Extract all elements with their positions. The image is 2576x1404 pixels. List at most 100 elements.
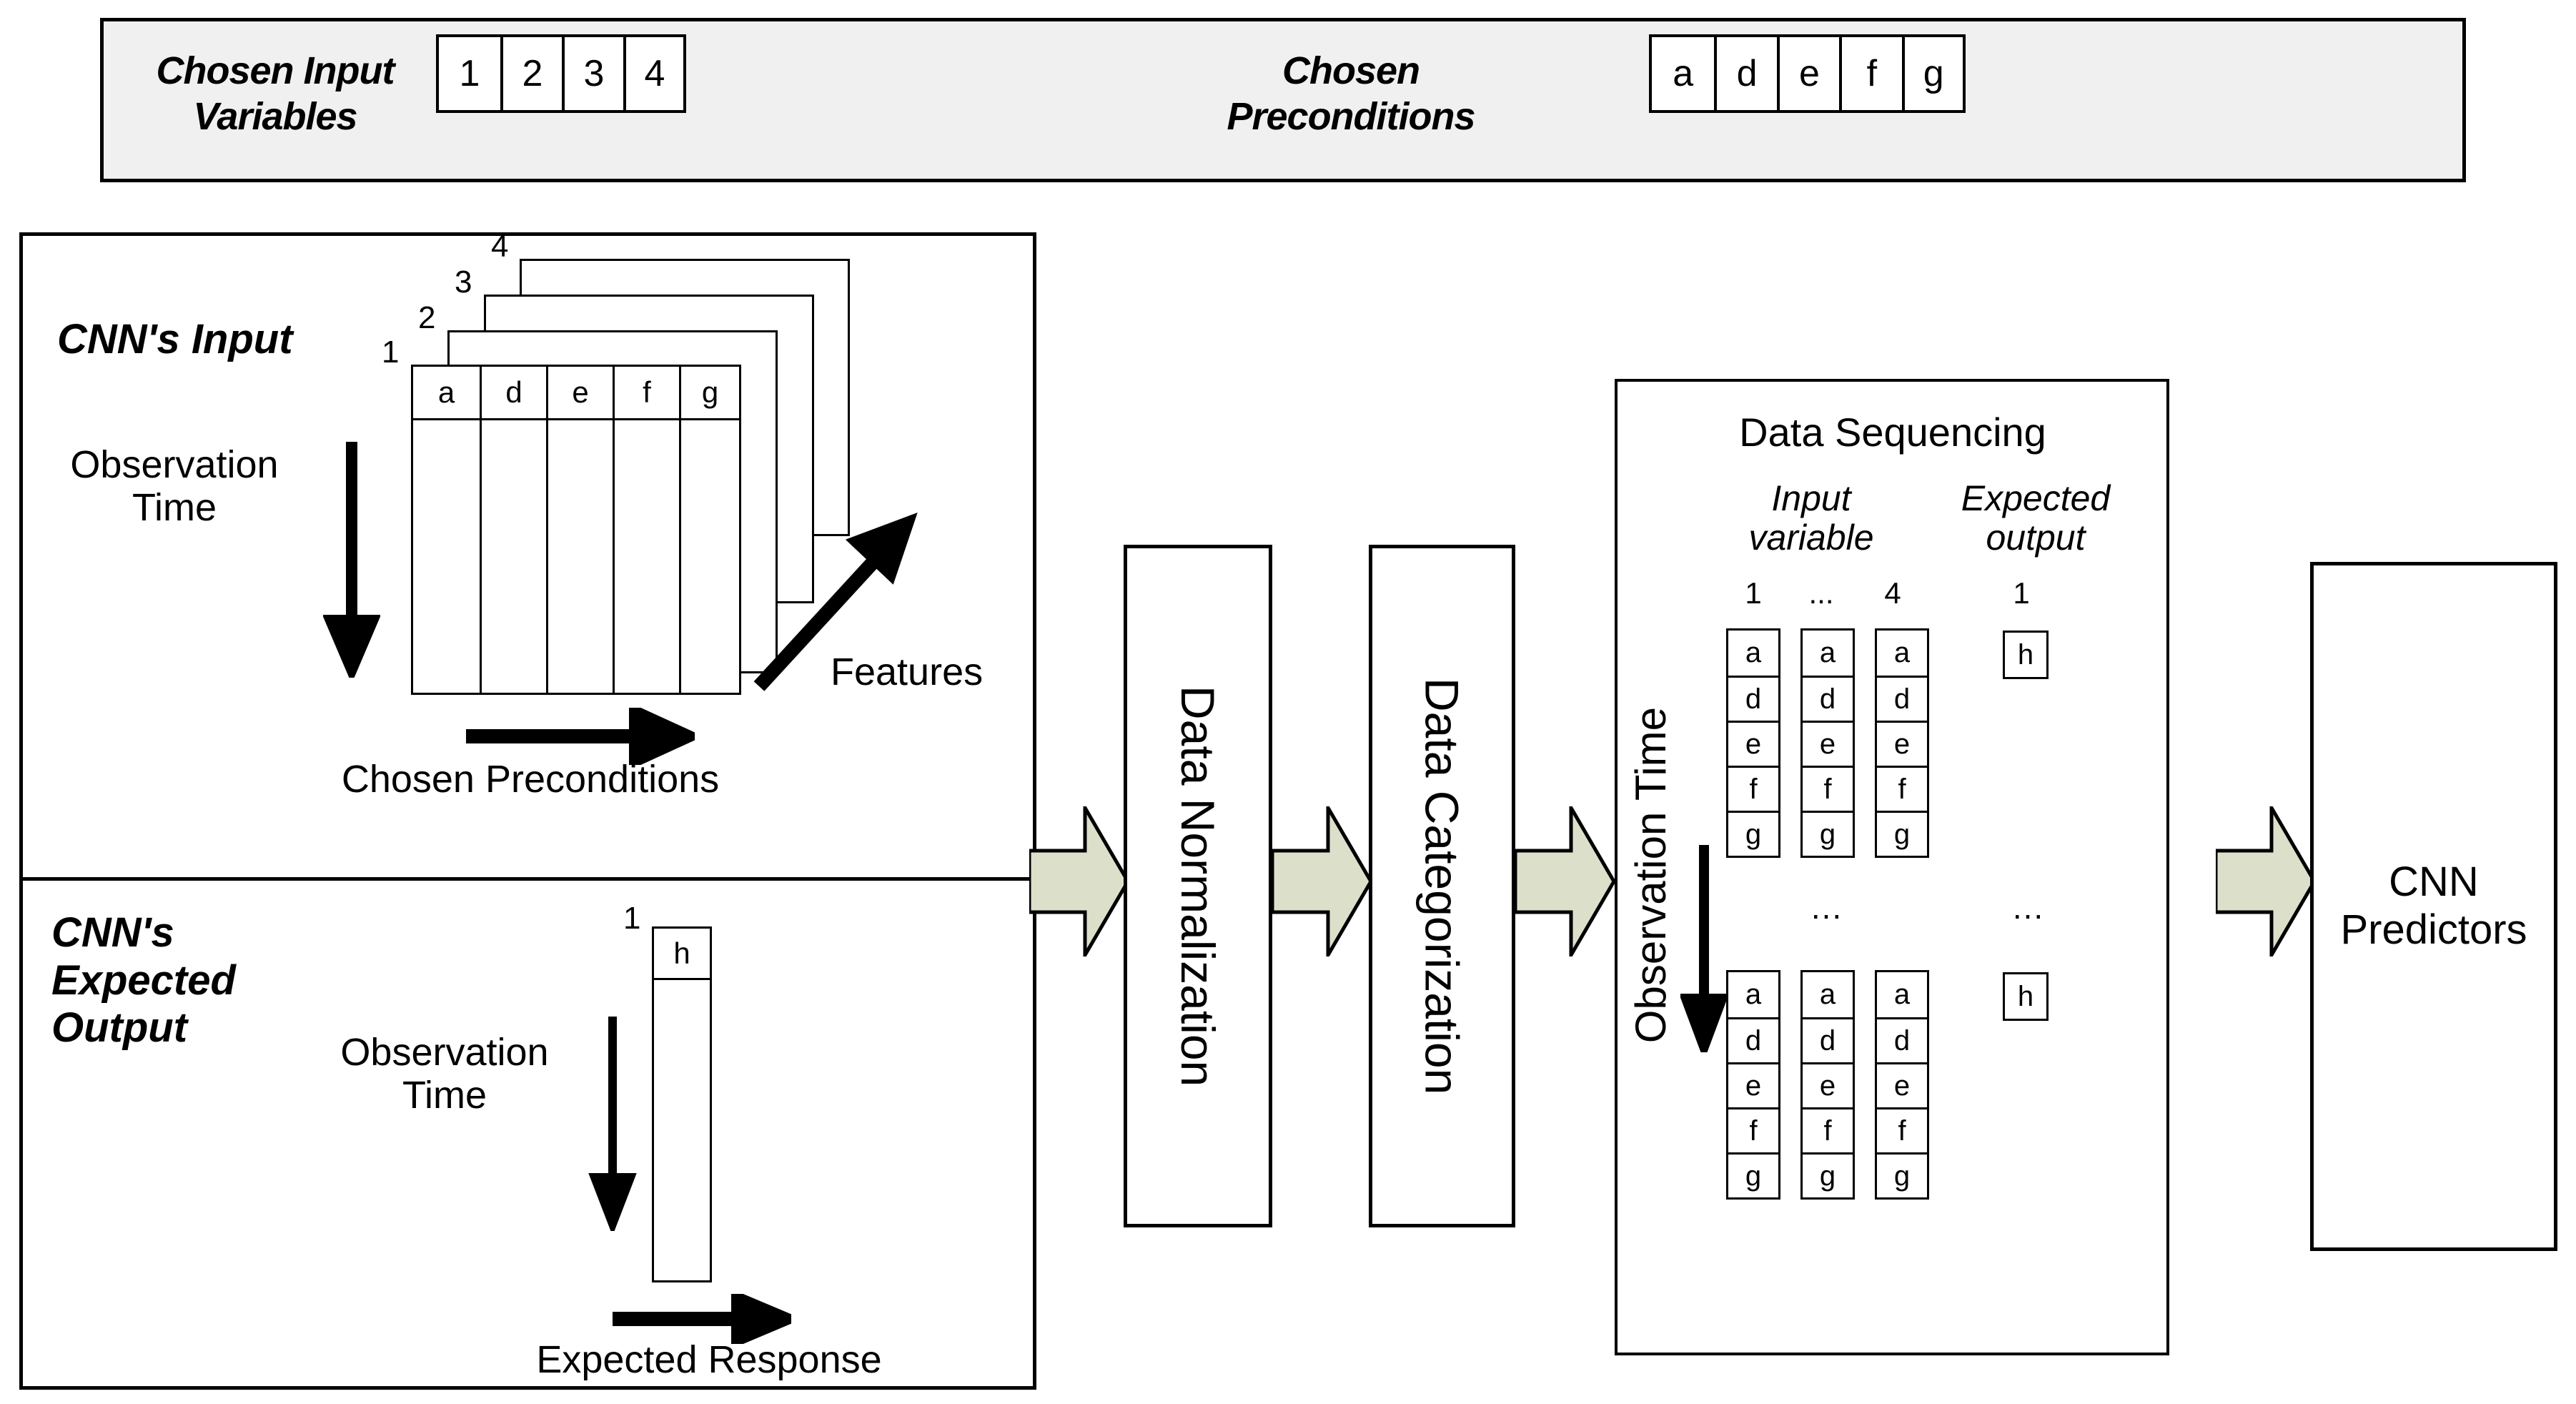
cnn-expected-output-title-line1: CNN's xyxy=(51,909,174,956)
precondition-cell[interactable]: e xyxy=(1776,37,1839,110)
cnn-expected-output-title-line2: Expected xyxy=(51,956,236,1004)
sequence-cell: g xyxy=(1803,811,1853,856)
chosen-input-variables-label-line2: Variables xyxy=(193,94,357,138)
sequence-cell: a xyxy=(1745,979,1762,1010)
input-variable-heading-line2: variable xyxy=(1748,518,1874,558)
data-sequencing-title: Data Sequencing xyxy=(1739,410,2046,455)
expected-output-cell-bottom[interactable]: h xyxy=(2003,972,2049,1021)
sequence-column-top-1[interactable]: a d e f g xyxy=(1726,628,1780,858)
precondition-cell[interactable]: g xyxy=(1901,37,1963,110)
process-box-data-normalization[interactable]: Data Normalization xyxy=(1124,545,1272,1227)
sequence-cell: a xyxy=(1819,637,1836,668)
chosen-input-variables-table[interactable]: 1 2 3 4 xyxy=(436,34,686,113)
expected-output-column[interactable]: h xyxy=(652,926,712,1282)
input-index-ellipsis: ... xyxy=(1808,576,1834,610)
sequence-cell: d xyxy=(1877,1017,1927,1062)
sequence-column-bottom-2[interactable]: a d e f g xyxy=(1800,970,1855,1200)
expected-output-header-h: h xyxy=(654,929,710,980)
process-box-data-categorization[interactable]: Data Categorization xyxy=(1369,545,1515,1227)
feature-header-g: g xyxy=(681,367,739,420)
chosen-preconditions-label: Chosen Preconditions xyxy=(1197,49,1505,139)
sequence-cell: g xyxy=(1877,1152,1927,1197)
feature-header-d: d xyxy=(482,367,546,420)
observation-time-down-arrow-output xyxy=(588,1017,637,1231)
sequence-cell: g xyxy=(1728,1152,1778,1197)
cnn-predictors-box[interactable]: CNN Predictors xyxy=(2310,562,2557,1251)
cnn-predictors-label-line2: Predictors xyxy=(2340,906,2527,953)
process-label-data-normalization: Data Normalization xyxy=(1171,685,1224,1087)
input-variable-cell[interactable]: 2 xyxy=(500,37,562,110)
cnn-input-title: CNN's Input xyxy=(57,316,293,362)
sequence-cell: f xyxy=(1877,1107,1927,1152)
input-sheet-1-grid[interactable]: a d e f g xyxy=(411,365,741,695)
feature-header-e: e xyxy=(548,367,613,420)
observation-time-label-output: Observation Time xyxy=(309,1031,580,1117)
observation-time-down-arrow-sequencing xyxy=(1680,845,1728,1052)
sequence-cell: e xyxy=(1877,1062,1927,1107)
stack-number-2: 2 xyxy=(418,300,436,335)
sequence-cell: g xyxy=(1803,1152,1853,1197)
observation-time-label-input: Observation Time xyxy=(39,443,310,530)
sequence-cell: e xyxy=(1803,1062,1853,1107)
precondition-cell[interactable]: f xyxy=(1839,37,1901,110)
precondition-cell[interactable]: a xyxy=(1673,53,1694,94)
sequence-cell: e xyxy=(1728,1062,1778,1107)
expected-output-heading-line2: output xyxy=(1986,518,2086,558)
cnn-predictors-label: CNN Predictors xyxy=(2340,859,2527,954)
sequence-cell: e xyxy=(1877,721,1927,766)
cnn-expected-output-title: CNN's Expected Output xyxy=(51,909,352,1052)
sequence-cell: f xyxy=(1877,766,1927,811)
sequence-column-bottom-3[interactable]: a d e f g xyxy=(1875,970,1929,1200)
input-variable-cell[interactable]: 1 xyxy=(459,53,480,94)
sequence-column-bottom-1[interactable]: a d e f g xyxy=(1726,970,1780,1200)
stack-number-3: 3 xyxy=(455,265,472,300)
observation-time-line2: Time xyxy=(132,486,217,530)
observation-time-down-arrow-input xyxy=(323,442,380,678)
sequence-cell: e xyxy=(1803,721,1853,766)
input-variable-heading: Input variable xyxy=(1722,479,1901,558)
stack-number-4: 4 xyxy=(491,229,509,264)
sequence-cell: d xyxy=(1728,1017,1778,1062)
features-diagonal-arrow xyxy=(753,512,918,691)
sequence-cell: d xyxy=(1803,1017,1853,1062)
sequence-column-top-3[interactable]: a d e f g xyxy=(1875,628,1929,858)
data-sequencing-panel: Data Sequencing Input variable Expected … xyxy=(1615,379,2169,1355)
flow-arrow-1 xyxy=(1029,806,1129,956)
input-variable-cell[interactable]: 3 xyxy=(561,37,623,110)
feature-header-a: a xyxy=(413,367,480,420)
features-axis-label: Features xyxy=(831,651,984,693)
sequence-cell: d xyxy=(1728,676,1778,721)
sequence-column-top-2[interactable]: a d e f g xyxy=(1800,628,1855,858)
expected-output-cell-top[interactable]: h xyxy=(2003,631,2049,679)
output-column-number: 1 xyxy=(623,901,641,936)
chosen-selection-bar: Chosen Input Variables 1 2 3 4 Chosen Pr… xyxy=(100,18,2466,182)
cnn-expected-output-panel: CNN's Expected Output 1 h Observation Ti… xyxy=(19,881,1036,1390)
observation-time-line1: Observation xyxy=(70,443,279,486)
sequence-cell: a xyxy=(1819,979,1836,1010)
sequence-cell: f xyxy=(1728,1107,1778,1152)
precondition-cell[interactable]: d xyxy=(1714,37,1776,110)
sequence-ellipsis-input: ... xyxy=(1810,889,1843,926)
chosen-preconditions-table[interactable]: a d e f g xyxy=(1649,34,1966,113)
sequence-cell: f xyxy=(1803,1107,1853,1152)
chosen-preconditions-label-line2: Preconditions xyxy=(1227,94,1475,138)
stack-number-1: 1 xyxy=(382,335,400,370)
sequence-cell: e xyxy=(1728,721,1778,766)
chosen-input-variables-label: Chosen Input Variables xyxy=(118,49,432,139)
chosen-preconditions-axis-label: Chosen Preconditions xyxy=(341,758,720,801)
expected-response-right-arrow xyxy=(613,1294,791,1344)
cnn-predictors-label-line1: CNN xyxy=(2389,859,2479,906)
expected-response-axis-label: Expected Response xyxy=(536,1338,882,1381)
expected-output-heading-line1: Expected xyxy=(1961,478,2111,518)
sequence-cell: f xyxy=(1728,766,1778,811)
observation-time-line2: Time xyxy=(402,1074,487,1117)
chosen-preconditions-right-arrow xyxy=(466,708,695,765)
input-variable-cell[interactable]: 4 xyxy=(623,37,683,110)
sequence-ellipsis-output: ... xyxy=(2012,889,2045,926)
sequence-cell: a xyxy=(1893,637,1911,668)
input-index-1: 1 xyxy=(1745,576,1762,610)
chosen-preconditions-label-line1: Chosen xyxy=(1282,49,1420,92)
feature-header-f: f xyxy=(615,367,679,420)
sequence-cell: a xyxy=(1745,637,1762,668)
process-label-data-categorization: Data Categorization xyxy=(1415,677,1469,1095)
